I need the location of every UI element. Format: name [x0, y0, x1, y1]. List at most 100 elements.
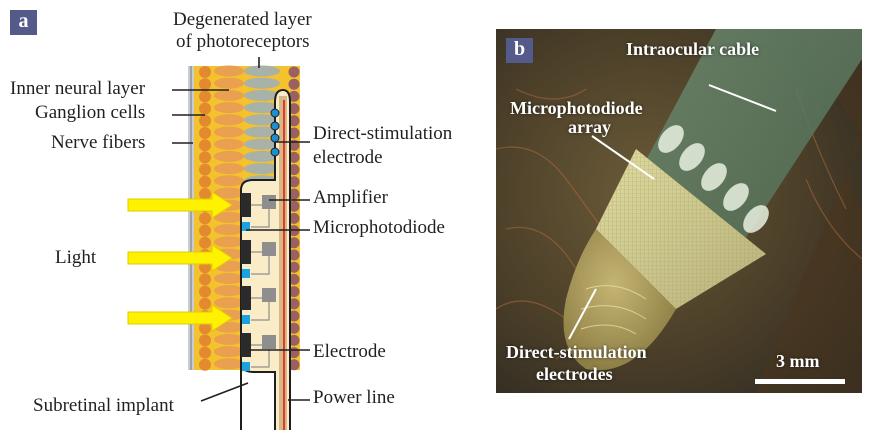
- direct-stim-electrode: [270, 147, 280, 157]
- inner-neural-cell: [214, 297, 244, 309]
- label-degenerated-layer-2: of photoreceptors: [176, 31, 310, 52]
- label-scale: 3 mm: [776, 351, 820, 371]
- pigment-epithelium-cell: [288, 176, 300, 188]
- inner-neural-cell: [214, 333, 244, 345]
- label-light: Light: [55, 247, 97, 268]
- direct-stim-electrode: [270, 108, 280, 118]
- light-arrow: [127, 191, 233, 219]
- ganglion-cell: [199, 285, 211, 298]
- pigment-epithelium-cell: [288, 359, 300, 371]
- electrode: [241, 286, 251, 310]
- pigment-epithelium-cell: [288, 127, 300, 139]
- amplifier: [262, 288, 276, 302]
- label-direct-stim-electrodes-2: electrodes: [536, 364, 613, 384]
- label-subretinal-implant: Subretinal implant: [33, 395, 174, 416]
- direct-stimulation-electrodes: [563, 229, 676, 371]
- pigment-epithelium-cell: [288, 151, 300, 163]
- retina-implant-diagram: [127, 57, 310, 430]
- ganglion-cell: [199, 212, 211, 225]
- inner-neural-cell: [214, 187, 244, 199]
- inner-neural-cell: [214, 211, 244, 223]
- ganglion-cell: [199, 114, 211, 127]
- label-inner-neural-layer: Inner neural layer: [10, 78, 146, 99]
- photo-illustration: [496, 29, 862, 393]
- implant-photo: b Intraocular cable Microphotodiode arra…: [496, 29, 862, 393]
- label-direct-stim-electrodes-1: Direct-stimulation: [506, 342, 647, 362]
- amplifier: [262, 335, 276, 349]
- inner-neural-cell: [214, 272, 244, 284]
- contact-pads: [658, 125, 769, 233]
- photoreceptor-cell: [244, 89, 280, 101]
- photoreceptor-cell: [244, 77, 280, 89]
- microphotodiode: [242, 315, 250, 324]
- scale-bar: [755, 379, 845, 384]
- inner-neural-cell: [214, 346, 244, 358]
- photoreceptor-cell: [244, 102, 280, 114]
- inner-neural-cell: [214, 224, 244, 236]
- ganglion-cell: [199, 127, 211, 139]
- label-amplifier: Amplifier: [313, 187, 388, 208]
- pigment-epithelium-cell: [288, 90, 300, 102]
- pigment-epithelium-cell: [288, 249, 300, 261]
- ganglion-cell: [199, 163, 211, 176]
- electrode: [241, 193, 251, 217]
- pigment-epithelium-cell: [288, 334, 300, 346]
- ganglion-cell: [199, 175, 211, 188]
- label-ganglion-cells: Ganglion cells: [35, 102, 146, 123]
- amplifier: [262, 242, 276, 256]
- ganglion-cell: [199, 188, 211, 200]
- inner-neural-cell: [214, 236, 244, 248]
- inner-neural-cell: [214, 138, 244, 150]
- photoreceptor-cell: [244, 138, 280, 150]
- pigment-epithelium-cell: [288, 310, 300, 322]
- photoreceptor-cell: [244, 163, 280, 175]
- ganglion-cell: [199, 151, 211, 164]
- ganglion-cell: [199, 224, 211, 237]
- inner-neural-cell: [214, 126, 244, 138]
- pigment-epithelium-cell: [288, 261, 300, 273]
- microphotodiode: [242, 269, 250, 278]
- microphotodiode: [242, 222, 250, 231]
- inner-neural-cell: [214, 114, 244, 126]
- direct-stim-electrode: [270, 121, 280, 131]
- pigment-epithelium-cell: [288, 298, 300, 310]
- amplifier: [262, 195, 276, 209]
- label-direct-stim-electrode-2: electrode: [313, 147, 383, 168]
- light-arrow: [127, 244, 233, 272]
- inner-neural-cell: [214, 89, 244, 101]
- label-nerve-fibers: Nerve fibers: [51, 132, 146, 153]
- label-microphotodiode-array-2: array: [568, 117, 611, 137]
- ganglion-cell: [199, 102, 211, 115]
- pigment-epithelium-cell: [288, 322, 300, 334]
- ganglion-cell: [199, 297, 211, 310]
- ganglion-cell: [199, 90, 211, 103]
- leader-subretinal: [200, 382, 249, 402]
- pigment-epithelium-cell: [288, 103, 300, 115]
- inner-neural-cell: [214, 65, 244, 77]
- pigment-epithelium-cell: [288, 273, 300, 285]
- photoreceptor-cell: [244, 126, 280, 138]
- ganglion-cell: [199, 358, 211, 371]
- inner-neural-cell: [214, 150, 244, 162]
- direct-stim-electrode: [270, 133, 280, 143]
- pigment-epithelium-cell: [288, 78, 300, 90]
- inner-neural-cell: [214, 285, 244, 297]
- ganglion-cell: [199, 78, 211, 91]
- pigment-epithelium-cell: [288, 188, 300, 200]
- pigment-epithelium-cell: [288, 200, 300, 212]
- pigment-epithelium-cell: [288, 286, 300, 298]
- label-direct-stim-electrode-1: Direct-stimulation: [313, 123, 453, 144]
- panel-b-tag: b: [506, 38, 533, 63]
- inner-neural-cell: [214, 163, 244, 175]
- panel-a-tag: a: [10, 10, 37, 35]
- ganglion-cell: [199, 273, 211, 286]
- inner-neural-cell: [214, 77, 244, 89]
- light-arrows: [127, 191, 233, 332]
- ganglion-cell: [199, 334, 211, 347]
- photoreceptor-cell: [244, 65, 280, 77]
- label-microphotodiode-array-1: Microphotodiode: [510, 98, 643, 118]
- pigment-epithelium-cell: [288, 115, 300, 127]
- ganglion-cell: [199, 66, 211, 78]
- leader-lines: [172, 57, 310, 402]
- electrode: [241, 240, 251, 264]
